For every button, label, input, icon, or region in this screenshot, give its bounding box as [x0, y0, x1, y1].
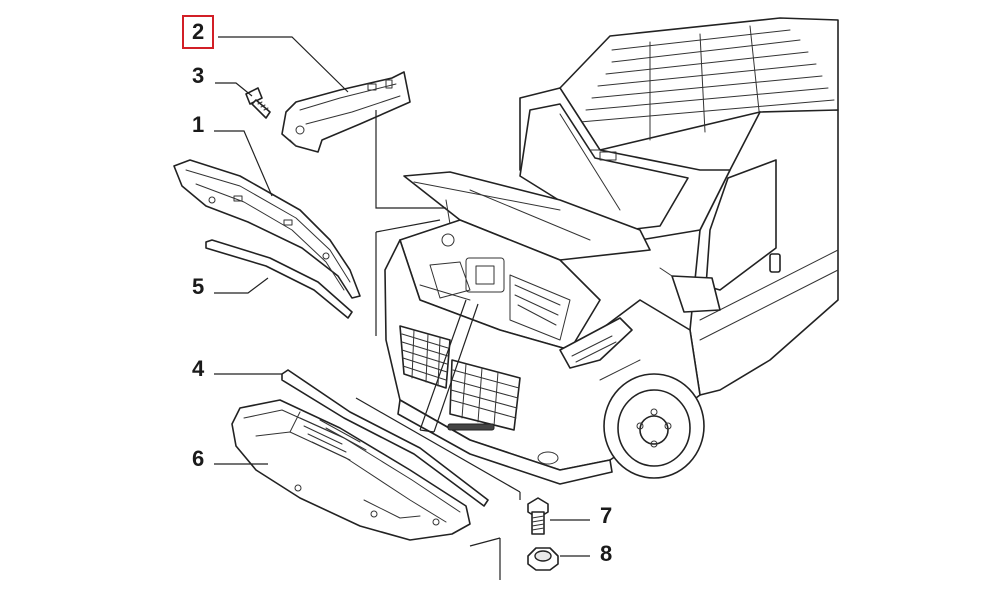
- wheel: [603, 373, 705, 479]
- part-6-tray: [231, 399, 471, 541]
- part-1-cowl-cover: [173, 159, 361, 299]
- lower-grille: [449, 359, 521, 431]
- callout-1: 1: [192, 112, 205, 137]
- leader-lines: [214, 36, 590, 580]
- callout-3: 3: [192, 63, 205, 88]
- callout-6: 6: [192, 446, 205, 471]
- callout-2: 2: [182, 15, 215, 49]
- part-5-seal-strip: [205, 239, 353, 319]
- callout-8: 8: [600, 541, 613, 566]
- callout-5: 5: [192, 274, 205, 299]
- part-7-bolt: [527, 497, 549, 535]
- part-2-bracket: [281, 71, 411, 153]
- van-illustration: [384, 17, 839, 485]
- callout-4: 4: [192, 356, 205, 381]
- part-8-nut: [527, 547, 559, 571]
- part-4-long-seal: [281, 369, 489, 507]
- part-3-screw: [245, 87, 271, 119]
- callout-7: 7: [600, 503, 613, 528]
- upper-grille: [399, 325, 451, 389]
